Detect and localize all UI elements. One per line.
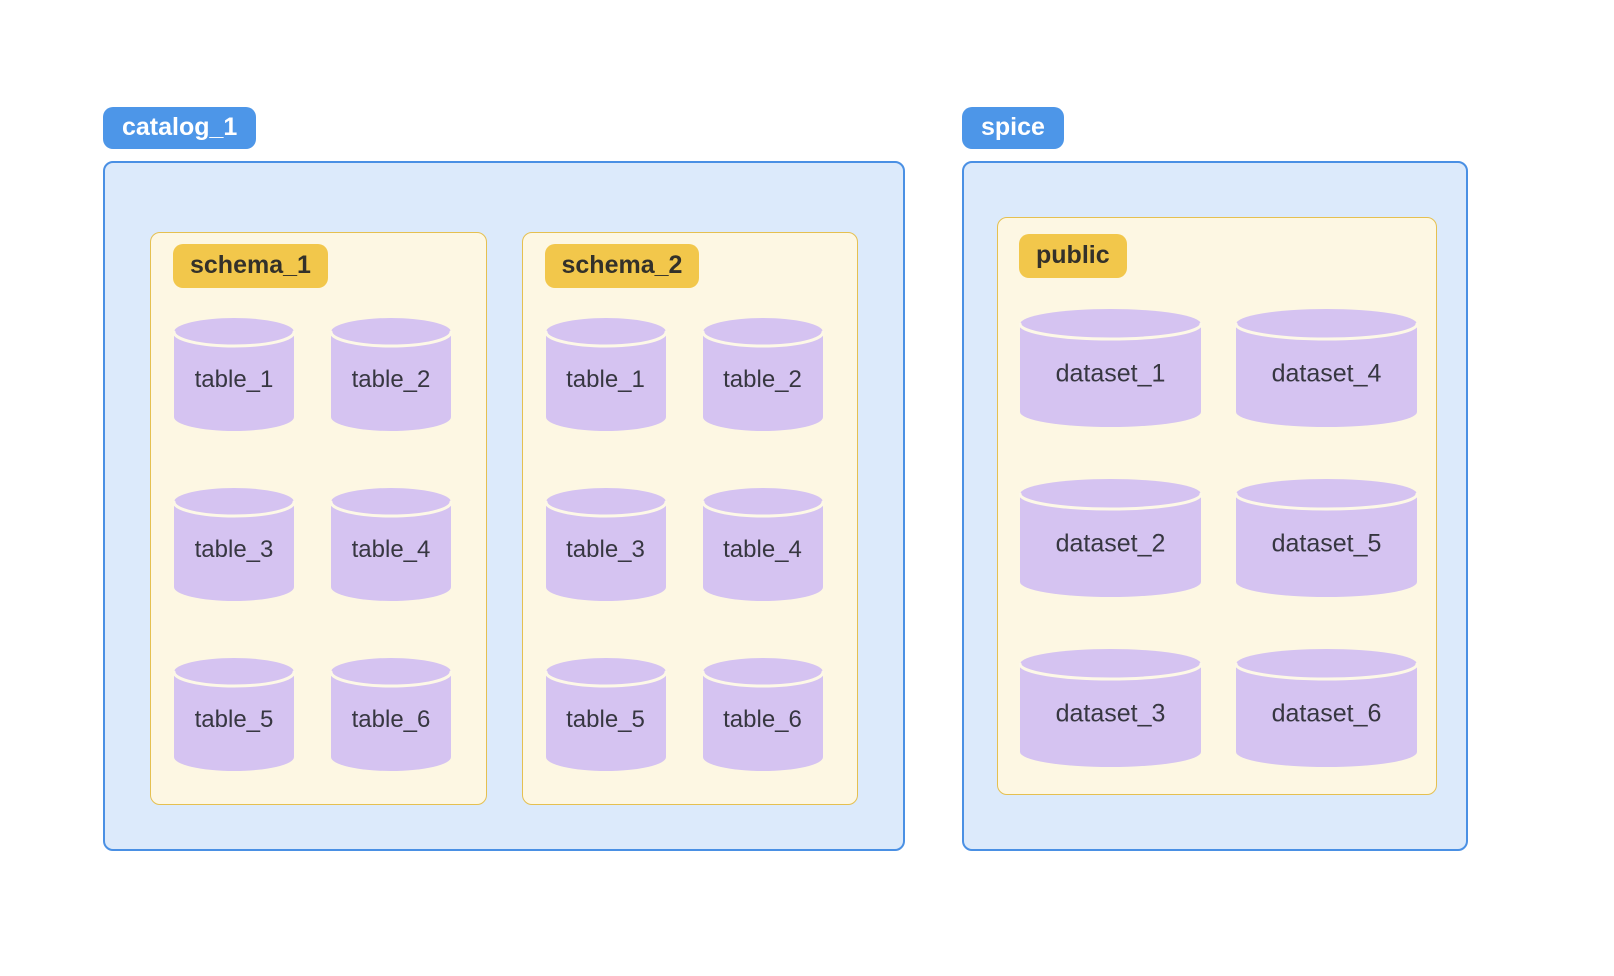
- table-name: table_5: [194, 706, 274, 734]
- table-cylinder: table_2: [701, 317, 824, 432]
- schema-label: schema_2: [544, 244, 700, 288]
- dataset-cylinder: dataset_2: [1019, 478, 1202, 598]
- dataset-cylinder: dataset_4: [1235, 308, 1418, 428]
- database-cylinder-icon: [173, 318, 295, 431]
- table-cylinder: table_5: [173, 657, 295, 772]
- table-name: table_3: [194, 536, 274, 564]
- catalog-label: spice: [962, 107, 1064, 149]
- database-cylinder-icon: [701, 658, 824, 771]
- database-cylinder-icon: [330, 488, 452, 601]
- schema-label: public: [1019, 234, 1127, 278]
- schema-box: public dataset_1: [997, 217, 1437, 795]
- catalog-label: catalog_1: [103, 107, 257, 149]
- table-name: table_3: [566, 536, 645, 564]
- table-name: table_4: [351, 536, 431, 564]
- dataset-name: dataset_5: [1271, 529, 1382, 558]
- database-cylinder-icon: [544, 488, 667, 601]
- dataset-name: dataset_1: [1055, 359, 1166, 388]
- dataset-cylinder: dataset_1: [1019, 308, 1202, 428]
- database-cylinder-icon: [330, 318, 452, 431]
- tables-grid: table_1 table_2 ta: [544, 317, 836, 772]
- database-cylinder-icon: [1019, 479, 1202, 597]
- database-cylinder-icon: [1019, 649, 1202, 767]
- database-cylinder-icon: [544, 318, 667, 431]
- table-name: table_6: [351, 706, 431, 734]
- schema-box: schema_1 table_1: [150, 232, 487, 805]
- catalog-container: public dataset_1: [962, 161, 1468, 851]
- table-cylinder: table_4: [701, 487, 824, 602]
- database-cylinder-icon: [1019, 309, 1202, 427]
- catalog-group: spice public dataset_1: [962, 107, 1468, 851]
- dataset-name: dataset_6: [1271, 699, 1382, 728]
- dataset-cylinder: dataset_5: [1235, 478, 1418, 598]
- table-name: table_2: [723, 366, 802, 394]
- dataset-name: dataset_2: [1055, 529, 1166, 558]
- database-cylinder-icon: [1235, 309, 1418, 427]
- database-cylinder-icon: [1235, 649, 1418, 767]
- table-cylinder: table_6: [330, 657, 452, 772]
- table-name: table_1: [566, 366, 645, 394]
- table-name: table_5: [566, 706, 645, 734]
- schema-box: schema_2 table_1: [521, 232, 858, 805]
- schema-label: schema_1: [173, 244, 328, 288]
- catalog-group: catalog_1 schema_1 table_1: [103, 107, 905, 851]
- table-cylinder: table_3: [173, 487, 295, 602]
- database-cylinder-icon: [330, 658, 452, 771]
- table-cylinder: table_1: [173, 317, 295, 432]
- table-name: table_1: [194, 366, 274, 394]
- table-name: table_6: [723, 706, 802, 734]
- table-name: table_2: [351, 366, 431, 394]
- datasets-grid: dataset_1 dataset_4: [1019, 308, 1418, 768]
- database-cylinder-icon: [701, 318, 824, 431]
- database-cylinder-icon: [173, 658, 295, 771]
- catalog-container: schema_1 table_1: [103, 161, 905, 851]
- table-cylinder: table_6: [701, 657, 824, 772]
- dataset-name: dataset_3: [1055, 699, 1166, 728]
- dataset-cylinder: dataset_6: [1235, 648, 1418, 768]
- table-cylinder: table_3: [544, 487, 667, 602]
- table-cylinder: table_4: [330, 487, 452, 602]
- database-cylinder-icon: [173, 488, 295, 601]
- table-name: table_4: [723, 536, 802, 564]
- table-cylinder: table_1: [544, 317, 667, 432]
- database-cylinder-icon: [544, 658, 667, 771]
- dataset-name: dataset_4: [1271, 359, 1382, 388]
- dataset-cylinder: dataset_3: [1019, 648, 1202, 768]
- database-cylinder-icon: [701, 488, 824, 601]
- table-cylinder: table_2: [330, 317, 452, 432]
- tables-grid: table_1 table_2 ta: [173, 317, 464, 772]
- database-cylinder-icon: [1235, 479, 1418, 597]
- table-cylinder: table_5: [544, 657, 667, 772]
